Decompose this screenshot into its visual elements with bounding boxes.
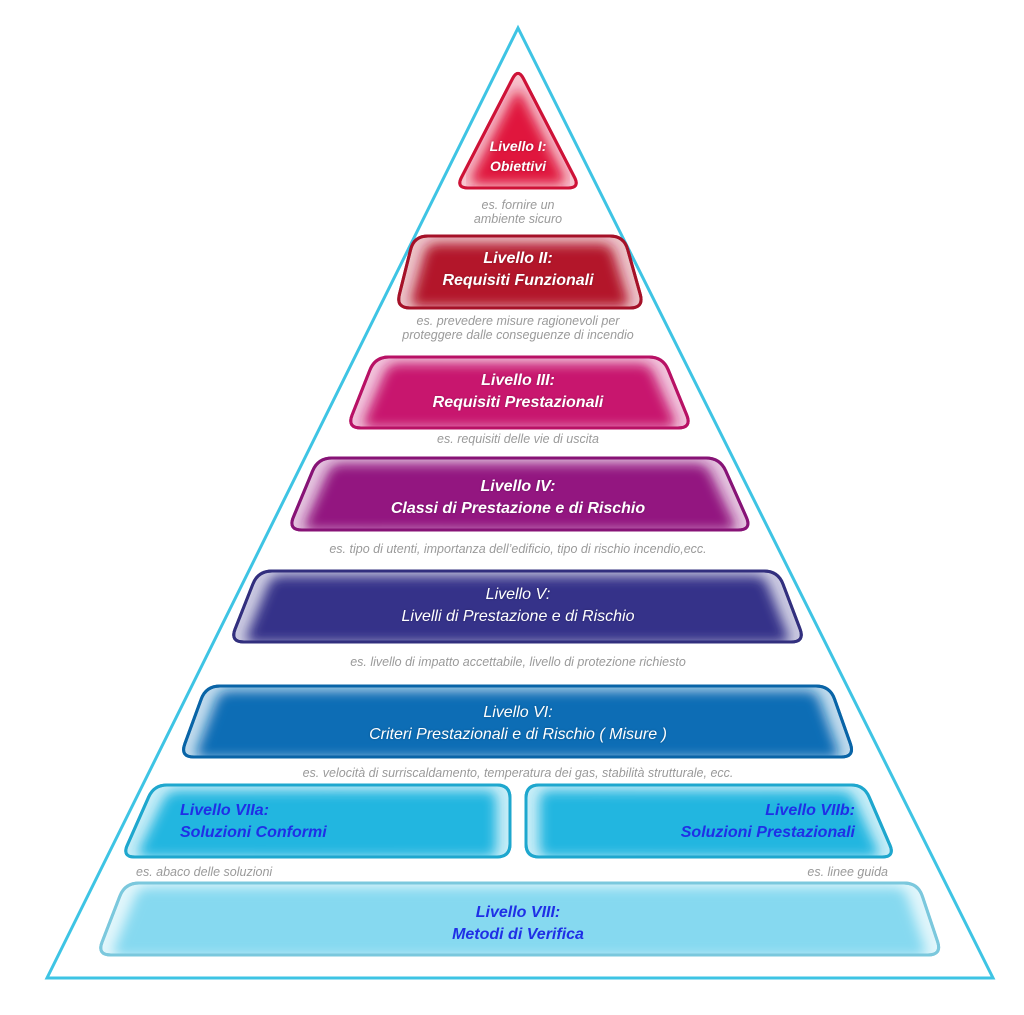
level-7a-example: es. abaco delle soluzioni	[136, 865, 272, 879]
level-2-title: Livello II:	[483, 250, 553, 267]
level-1-example-line: es. fornire un	[481, 198, 555, 212]
level-3-example: es. requisiti delle vie di uscita	[368, 432, 668, 446]
level-6-subtitle: Criteri Prestazionali e di Rischio ( Mis…	[369, 726, 667, 743]
level-6-shape-outline	[182, 684, 854, 759]
level-6-shape	[182, 684, 854, 759]
level-8-title: Livello VIII:	[475, 904, 561, 921]
level-2-example-line: es. prevedere misure ragionevoli per	[416, 314, 620, 328]
level-4-title: Livello IV:	[480, 478, 556, 495]
level-7a-shape-fill	[138, 790, 497, 857]
level-7b-example-line: es. linee guida	[807, 865, 888, 879]
level-3-title: Livello III:	[481, 372, 555, 389]
level-1-label: Livello I: Obiettivi	[448, 136, 588, 176]
level-7b-title: Livello VIIb:	[765, 802, 855, 819]
level-8-label: Livello VIII: Metodi di Verifica	[368, 902, 668, 946]
pyramid-outline	[44, 24, 996, 980]
level-4-example-line: es. tipo di utenti, importanza dell’edif…	[329, 542, 707, 556]
level-4-shape	[290, 456, 750, 532]
level-7b-label: Livello VIIb: Soluzioni Prestazionali	[555, 800, 855, 844]
level-7b-shape-outline	[524, 783, 893, 859]
level-6-example-line: es. velocità di surriscaldamento, temper…	[302, 766, 734, 780]
level-4-subtitle: Classi di Prestazione e di Rischio	[390, 500, 646, 517]
level-1-subtitle: Obiettivi	[489, 158, 546, 174]
level-2-label: Livello II: Requisiti Funzionali	[400, 248, 636, 292]
level-5-shape	[232, 569, 803, 644]
level-1-shape-outline	[458, 71, 578, 190]
level-1-title: Livello I:	[489, 138, 547, 154]
level-8-subtitle: Metodi di Verifica	[452, 926, 584, 943]
level-7b-example: es. linee guida	[780, 865, 888, 879]
level-6-label: Livello VI: Criteri Prestazionali e di R…	[190, 702, 846, 746]
level-5-subtitle: Livelli di Prestazione e di Rischio	[401, 608, 635, 625]
level-3-shape	[349, 355, 690, 430]
level-7a-shape	[124, 783, 512, 859]
level-3-shape-outline	[349, 355, 690, 430]
level-6-example: es. velocità di surriscaldamento, temper…	[168, 766, 868, 780]
level-7a-label: Livello VIIa: Soluzioni Conformi	[180, 800, 480, 844]
level-7a-example-line: es. abaco delle soluzioni	[136, 865, 273, 879]
level-2-example: es. prevedere misure ragionevoli per pro…	[368, 314, 668, 342]
level-4-shape-fill	[304, 463, 736, 530]
level-7a-title: Livello VIIa:	[180, 802, 269, 819]
level-4-shape-outline	[290, 456, 750, 532]
level-8-shape-fill	[113, 887, 926, 955]
level-5-shape-outline	[232, 569, 803, 644]
level-7b-shape	[524, 783, 893, 859]
level-6-shape-fill	[196, 690, 839, 757]
level-7a-shape-outline	[124, 783, 512, 859]
level-2-shape-fill	[411, 243, 629, 308]
level-5-shape-fill	[246, 575, 789, 642]
level-4-label: Livello IV: Classi di Prestazione e di R…	[300, 476, 736, 520]
level-2-shape	[397, 234, 643, 310]
level-5-label: Livello V: Livelli di Prestazione e di R…	[240, 584, 796, 628]
level-5-example: es. livello di impatto accettabile, live…	[218, 655, 818, 669]
level-1-example: es. fornire un ambiente sicuro	[418, 198, 618, 226]
level-8-shape	[99, 881, 941, 957]
level-1-shape	[458, 71, 578, 190]
level-7b-subtitle: Soluzioni Prestazionali	[680, 824, 855, 841]
level-7b-shape-fill	[539, 790, 879, 857]
level-5-title: Livello V:	[485, 586, 551, 603]
level-3-label: Livello III: Requisiti Prestazionali	[360, 370, 676, 414]
level-1-shape-fill	[470, 90, 566, 185]
level-2-example-line: proteggere dalle conseguenze di incendio	[402, 328, 634, 342]
level-5-example-line: es. livello di impatto accettabile, live…	[350, 655, 686, 669]
level-4-example: es. tipo di utenti, importanza dell’edif…	[218, 542, 818, 556]
level-8-shape-outline	[99, 881, 941, 957]
level-1-example-line: ambiente sicuro	[473, 212, 563, 226]
level-2-shape-outline	[397, 234, 643, 310]
level-6-title: Livello VI:	[483, 704, 553, 721]
level-2-subtitle: Requisiti Funzionali	[442, 272, 594, 289]
level-7a-subtitle: Soluzioni Conformi	[180, 824, 327, 841]
level-3-subtitle: Requisiti Prestazionali	[432, 394, 604, 411]
level-3-example-line: es. requisiti delle vie di uscita	[437, 432, 599, 446]
level-3-shape-fill	[363, 363, 676, 428]
